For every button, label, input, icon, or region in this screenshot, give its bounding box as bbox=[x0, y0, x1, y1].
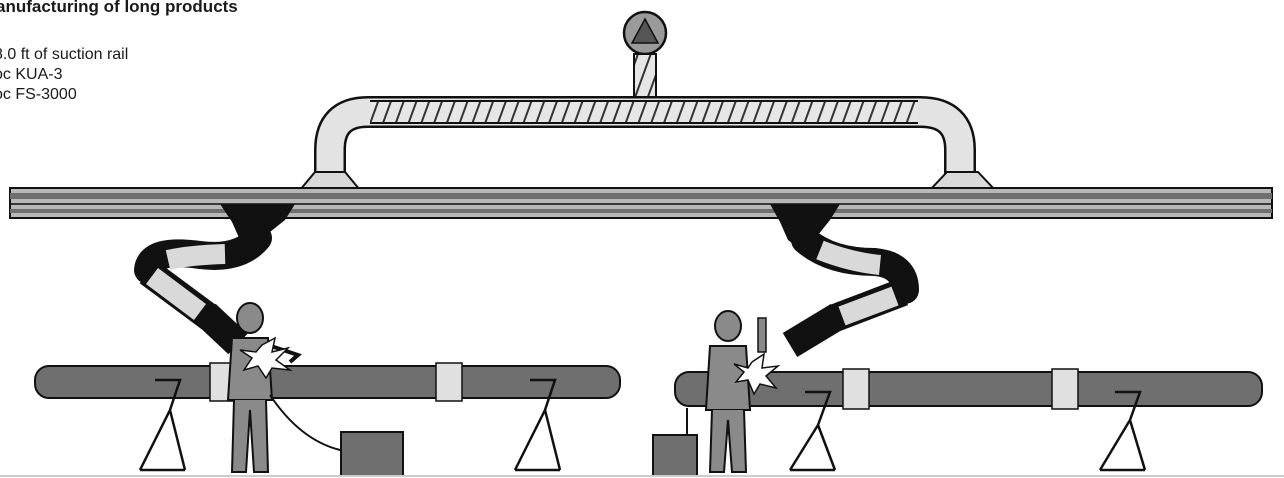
welding-machine-left bbox=[341, 432, 403, 476]
extraction-arm-left bbox=[148, 204, 295, 344]
welding-machine-right bbox=[653, 408, 697, 476]
suction-rail bbox=[10, 188, 1272, 218]
overhead-duct bbox=[300, 101, 995, 190]
extraction-arm-right bbox=[770, 204, 905, 345]
pipe-workpiece-left bbox=[35, 363, 620, 401]
